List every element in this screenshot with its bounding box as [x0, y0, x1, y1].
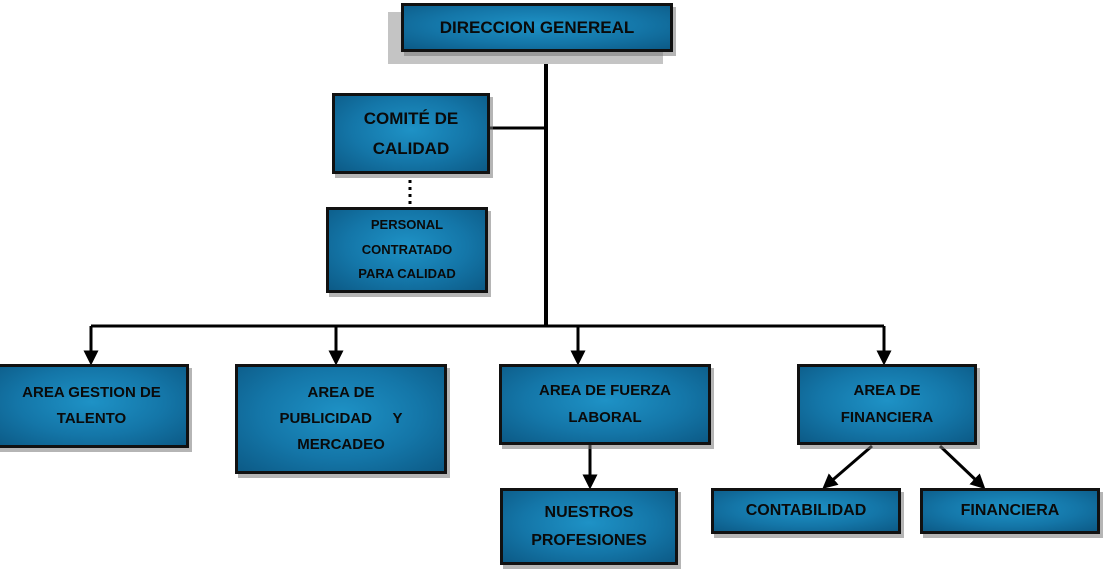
- node-direccion-general: DIRECCION GENEREAL: [401, 3, 673, 52]
- node-financiera: FINANCIERA: [920, 488, 1100, 534]
- node-direccion-general-label: DIRECCION GENEREAL: [439, 17, 635, 37]
- node-financiera-label: FINANCIERA: [960, 502, 1060, 519]
- node-contabilidad-label: CONTABILIDAD: [745, 502, 867, 519]
- arrow-financiera: [938, 444, 986, 490]
- node-contabilidad: CONTABILIDAD: [711, 488, 901, 534]
- arrow-contabilidad: [822, 444, 873, 489]
